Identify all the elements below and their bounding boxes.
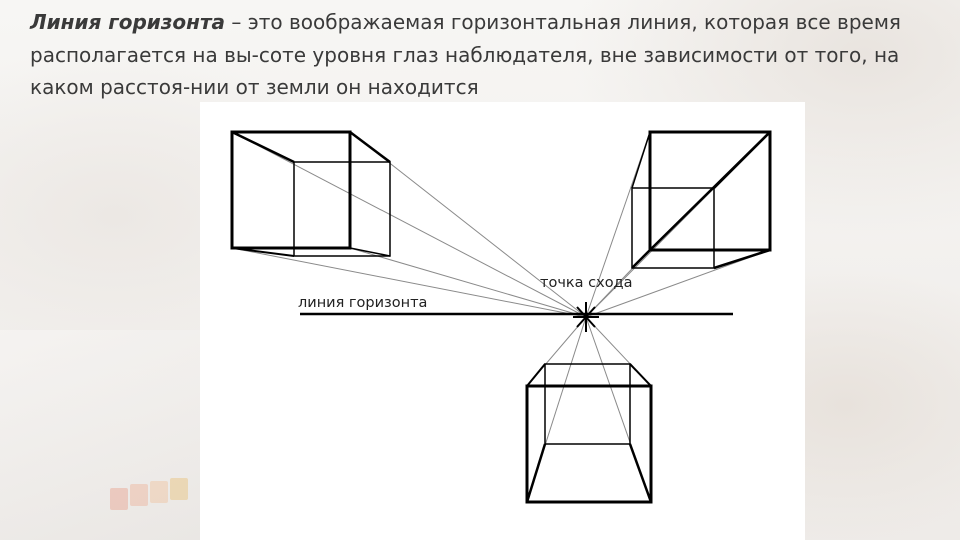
horizon-line-label: линия горизонта (298, 295, 427, 311)
definition-term: Линия горизонта (30, 10, 226, 34)
cube-bottom (525, 363, 653, 504)
vanishing-point-marker (573, 302, 599, 332)
cube-top-right (631, 130, 772, 270)
cube-top-left (230, 130, 391, 257)
horizon-line-definition: Линия горизонта – это воображаемая гориз… (30, 6, 940, 104)
background-paper (0, 330, 200, 540)
color-swatches-decoration (110, 478, 205, 518)
perspective-diagram: линия горизонта точка схода (200, 102, 805, 540)
definition-text: – это воображаемая горизонтальная линия,… (30, 10, 901, 99)
perspective-diagram-svg: линия горизонта точка схода (230, 130, 772, 504)
vanishing-point-label: точка схода (540, 275, 632, 291)
